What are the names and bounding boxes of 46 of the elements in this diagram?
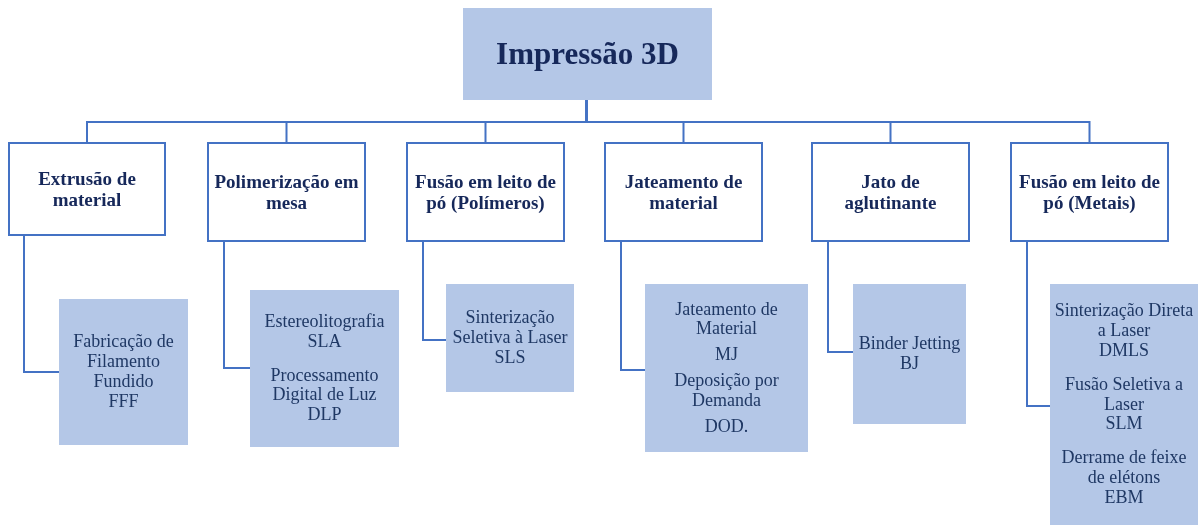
technique-label: DLP: [307, 405, 342, 425]
category-box: [1010, 142, 1169, 242]
title-box: [463, 8, 712, 100]
technique-label: Sinterização Seletiva à Laser: [451, 308, 569, 348]
connector-line: [23, 235, 60, 373]
technique-label: SLM: [1105, 414, 1143, 435]
category-box: [604, 142, 763, 242]
technique-box: [645, 284, 808, 452]
technique-label: DOD.: [704, 416, 749, 437]
category-box: [406, 142, 565, 242]
title-text: Impressão 3D: [496, 36, 679, 72]
technique-label: Derrame de feixe de elétons: [1060, 448, 1188, 488]
category-label: Jateamento de material: [623, 170, 744, 214]
connector-line: [620, 241, 646, 371]
technique-label: MJ: [715, 345, 738, 365]
connector-line: [422, 241, 447, 341]
category-label: Fusão em leito de pó (Metais): [1018, 170, 1161, 214]
technique-box: [1050, 284, 1198, 525]
technique-label: Deposição por Demanda: [673, 371, 780, 411]
technique-label: DMLS: [1099, 341, 1149, 361]
technique-box: [250, 290, 399, 447]
technique-box: [853, 284, 966, 424]
technique-box: [59, 299, 188, 445]
technique-label: Fabricação de Filamento Fundido: [72, 332, 175, 392]
category-label: Polimerização em mesa: [213, 170, 360, 214]
technique-label: FFF: [108, 391, 139, 412]
technique-label: Sinterização Direta a Laser: [1053, 301, 1195, 341]
technique-label: Jateamento de Material: [674, 299, 779, 340]
category-box: [811, 142, 970, 242]
technique-label: Fusão Seletiva a Laser: [1064, 374, 1184, 415]
category-box: [8, 142, 166, 236]
category-label: Fusão em leito de pó (Polímeros): [414, 170, 557, 214]
technique-label: Estereolitografia: [264, 312, 385, 332]
category-label: Jato de aglutinante: [843, 170, 938, 214]
technique-label: Processamento Digital de Luz: [269, 365, 380, 406]
category-box: [207, 142, 366, 242]
category-label: Extrusão de material: [37, 167, 137, 211]
connector-line: [223, 241, 251, 369]
technique-label: EBM: [1104, 487, 1144, 508]
connector-line: [1026, 241, 1051, 407]
connector-line: [827, 241, 854, 353]
technique-label: Binder Jetting: [858, 334, 961, 354]
technique-label: BJ: [900, 354, 919, 374]
technique-box: [446, 284, 574, 392]
technique-label: SLA: [307, 331, 342, 352]
technique-label: SLS: [494, 347, 526, 368]
